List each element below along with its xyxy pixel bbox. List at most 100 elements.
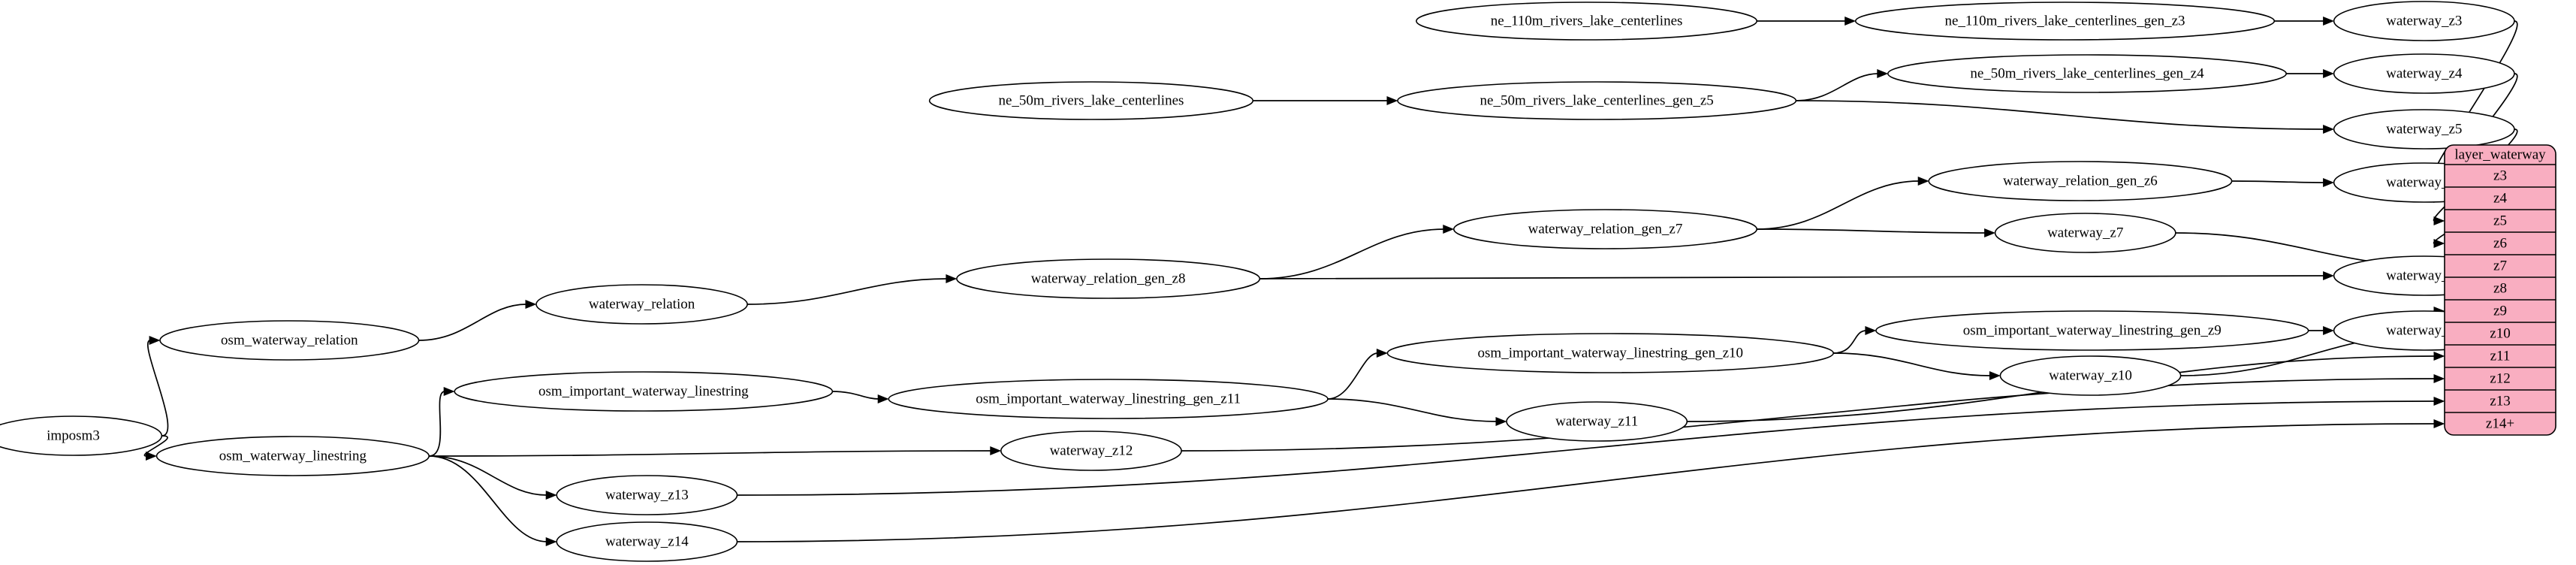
node-shape (1875, 310, 2309, 351)
node-shape (1416, 2, 1758, 41)
edge-waterway_relation_gen_z6-to-waterway_z6 (2231, 180, 2324, 183)
edge-imposm3-to-osm_waterway_linestring (143, 435, 168, 457)
graph-node-osm_important_waterway_linestring_gen_z10[interactable]: osm_important_waterway_linestring_gen_z1… (1386, 333, 1835, 373)
edge-arrowhead (146, 452, 157, 461)
layer-waterway-row-label: z5 (2493, 213, 2507, 228)
edge-osm_important_waterway_linestring_gen_z10-to-waterway_z10 (1833, 352, 1991, 376)
node-shape (1928, 161, 2233, 201)
edge-arrowhead (2323, 271, 2334, 280)
graph-node-waterway_z10[interactable]: waterway_z10 (1999, 355, 2182, 396)
graph-node-osm_waterway_linestring[interactable]: osm_waterway_linestring (155, 436, 430, 476)
layer-waterway-row-label: z8 (2493, 280, 2507, 296)
graph-node-ne_50m_rivers_lake_centerlines_gen_z5[interactable]: ne_50m_rivers_lake_centerlines_gen_z5 (1397, 81, 1797, 120)
graph-node-osm_important_waterway_linestring[interactable]: osm_important_waterway_linestring (454, 371, 834, 412)
edge-imposm3-to-osm_waterway_relation (147, 340, 169, 437)
edge-waterway_relation-to-waterway_relation_gen_z8 (747, 278, 947, 305)
graph-node-ne_110m_rivers_lake_centerlines[interactable]: ne_110m_rivers_lake_centerlines (1416, 2, 1758, 41)
edge-osm_waterway_linestring-to-waterway_z13 (429, 455, 547, 496)
edge-osm_important_waterway_linestring_gen_z10-to-osm_important_waterway_linestring_gen_z9 (1833, 330, 1867, 354)
graph-node-ne_50m_rivers_lake_centerlines_gen_z4[interactable]: ne_50m_rivers_lake_centerlines_gen_z4 (1887, 54, 2287, 93)
graph-node-waterway_relation_gen_z7[interactable]: waterway_relation_gen_z7 (1452, 209, 1758, 249)
graph-node-imposm3[interactable]: imposm3 (0, 415, 163, 456)
layer-waterway-title: layer_waterway (2454, 147, 2546, 162)
edge-arrowhead (2323, 178, 2334, 187)
node-shape (1000, 431, 1182, 471)
edge-arrowhead (2323, 326, 2334, 335)
node-shape (956, 258, 1261, 299)
graph-node-ne_110m_rivers_lake_centerlines_gen_z3[interactable]: ne_110m_rivers_lake_centerlines_gen_z3 (1854, 2, 2276, 41)
edge-osm_important_waterway_linestring-to-osm_important_waterway_linestring_gen_z11 (832, 391, 879, 400)
layer-waterway-row-label: z3 (2493, 168, 2507, 183)
edge-layer (143, 17, 2518, 546)
edge-arrowhead (1495, 417, 1507, 426)
edge-waterway_relation_gen_z8-to-waterway_z8 (1259, 275, 2324, 279)
edge-arrowhead (1984, 228, 1995, 237)
edge-arrowhead (2433, 239, 2445, 248)
graph-node-waterway_z3[interactable]: waterway_z3 (2333, 1, 2515, 41)
layer-waterway-box (2444, 144, 2556, 436)
graph-node-waterway_z11[interactable]: waterway_z11 (1506, 401, 1688, 442)
node-shape (535, 284, 748, 325)
node-shape (556, 521, 738, 562)
graph-node-waterway_relation_gen_z6[interactable]: waterway_relation_gen_z6 (1928, 161, 2233, 201)
edge-waterway_relation_gen_z7-to-waterway_z7 (1757, 228, 1986, 234)
node-shape (928, 81, 1254, 120)
graph-node-waterway_z12[interactable]: waterway_z12 (1000, 431, 1182, 471)
edge-arrowhead (2323, 125, 2334, 134)
graph-node-waterway_z5[interactable]: waterway_z5 (2333, 109, 2515, 150)
node-shape (1999, 355, 2182, 396)
edge-arrowhead (545, 537, 557, 546)
edge-arrowhead (1845, 17, 1857, 26)
node-shape (556, 475, 738, 515)
edge-arrowhead (149, 336, 161, 345)
graph-node-waterway_z13[interactable]: waterway_z13 (556, 475, 738, 515)
node-shape (159, 320, 420, 361)
edge-arrowhead (545, 491, 557, 500)
node-shape (155, 436, 430, 476)
node-shape (1397, 81, 1797, 120)
edge-arrowhead (1376, 349, 1388, 358)
edge-ne_50m_rivers_lake_centerlines_gen_z5-to-ne_50m_rivers_lake_centerlines_gen_z4 (1796, 73, 1878, 101)
layer-waterway-row-label: z11 (2490, 348, 2511, 364)
edge-arrowhead (946, 274, 958, 283)
edge-waterway_relation_gen_z8-to-waterway_relation_gen_z7 (1259, 228, 1444, 279)
graph-node-waterway_z4[interactable]: waterway_z4 (2333, 53, 2515, 94)
graph-node-waterway_relation_gen_z8[interactable]: waterway_relation_gen_z8 (956, 258, 1261, 299)
graph-node-waterway_relation[interactable]: waterway_relation (535, 284, 748, 325)
edge-ne_50m_rivers_lake_centerlines_gen_z5-to-waterway_z5 (1796, 100, 2324, 130)
layer-waterway-row-label: z6 (2493, 235, 2507, 251)
edge-osm_waterway_relation-to-waterway_relation (418, 304, 527, 341)
edge-arrowhead (1386, 96, 1398, 105)
graph-node-waterway_z14[interactable]: waterway_z14 (556, 521, 738, 562)
node-shape (1506, 401, 1688, 442)
layer-waterway-row-label: z10 (2490, 325, 2510, 341)
edge-arrowhead (2433, 352, 2445, 361)
node-shape (2333, 53, 2515, 94)
edge-arrowhead (1989, 371, 2001, 380)
layer-waterway-row-label: z14+ (2486, 415, 2514, 431)
node-shape (888, 379, 1329, 419)
edge-arrowhead (443, 387, 455, 396)
layer-waterway-row-label: z9 (2493, 303, 2507, 319)
graph-node-waterway_z7[interactable]: waterway_z7 (1994, 213, 2176, 253)
node-shape (454, 371, 834, 412)
edge-arrowhead (1443, 225, 1455, 234)
edge-osm_important_waterway_linestring_gen_z11-to-osm_important_waterway_linestring_gen_z10 (1327, 352, 1378, 400)
edge-arrowhead (2433, 216, 2445, 225)
edge-arrowhead (1877, 69, 1889, 78)
edge-osm_waterway_linestring-to-osm_important_waterway_linestring (429, 391, 445, 457)
graph-node-ne_50m_rivers_lake_centerlines[interactable]: ne_50m_rivers_lake_centerlines (928, 81, 1254, 120)
edge-arrowhead (2433, 419, 2445, 428)
edge-osm_important_waterway_linestring_gen_z11-to-waterway_z11 (1327, 398, 1498, 422)
node-shape (1386, 333, 1835, 373)
node-shape (2333, 1, 2515, 41)
graph-node-osm_waterway_relation[interactable]: osm_waterway_relation (159, 320, 420, 361)
layer-waterway-row-label: z4 (2493, 190, 2507, 206)
edge-waterway_relation_gen_z7-to-waterway_relation_gen_z6 (1757, 180, 1920, 230)
edge-arrowhead (990, 446, 1002, 455)
graph-node-osm_important_waterway_linestring_gen_z9[interactable]: osm_important_waterway_linestring_gen_z9 (1875, 310, 2309, 351)
graph-node-osm_important_waterway_linestring_gen_z11[interactable]: osm_important_waterway_linestring_gen_z1… (888, 379, 1329, 419)
node-shape (0, 415, 163, 456)
layer-waterway-row-label: z13 (2490, 393, 2510, 409)
